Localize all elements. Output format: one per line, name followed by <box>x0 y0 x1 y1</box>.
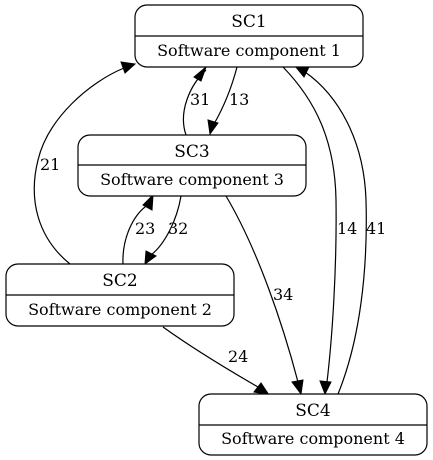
node-sc2: SC2 Software component 2 <box>5 263 235 327</box>
edge-line <box>33 67 125 265</box>
edge-line <box>282 66 337 383</box>
node-sc3: SC3 Software component 3 <box>77 134 307 197</box>
arrowhead <box>253 382 271 396</box>
edge-line <box>225 195 299 383</box>
edge-sc1-sc4: 14 <box>282 66 357 396</box>
edge-sc1-sc3: 13 <box>207 66 249 136</box>
arrowhead <box>144 250 157 266</box>
arrowhead <box>319 380 332 396</box>
arrowhead <box>193 65 208 82</box>
edge-sc3-sc1: 31 <box>182 65 210 136</box>
edge-label: 32 <box>168 219 188 238</box>
node-title: SC1 <box>231 12 266 32</box>
node-title: SC3 <box>174 142 209 162</box>
edge-sc2-sc3: 23 <box>122 193 155 265</box>
node-description: Software component 2 <box>28 300 212 319</box>
arrowhead <box>207 119 219 136</box>
edge-label: 31 <box>190 90 210 109</box>
edge-label: 24 <box>228 347 248 366</box>
node-description: Software component 1 <box>157 41 341 60</box>
edge-label: 41 <box>366 219 386 238</box>
arrowhead <box>293 65 310 78</box>
arrowhead <box>291 379 304 396</box>
edge-label: 13 <box>229 90 249 109</box>
edge-label: 14 <box>337 219 357 238</box>
edge-sc2-sc1: 21 <box>33 61 137 265</box>
node-description: Software component 3 <box>100 170 284 189</box>
edge-label: 34 <box>273 285 293 304</box>
edge-sc3-sc4: 34 <box>225 195 304 396</box>
edge-line <box>162 326 259 388</box>
edge-label: 21 <box>40 155 60 174</box>
edge-line <box>122 203 150 265</box>
edge-sc3-sc2: 32 <box>144 195 188 266</box>
arrowhead <box>142 193 154 211</box>
edge-line <box>213 66 238 125</box>
edge-sc2-sc4: 24 <box>162 326 271 396</box>
node-title: SC4 <box>295 401 330 421</box>
edge-line <box>304 71 367 395</box>
node-sc4: SC4 Software component 4 <box>198 393 428 456</box>
node-description: Software component 4 <box>221 429 405 448</box>
edge-line <box>150 195 182 256</box>
edge-sc4-sc1: 41 <box>293 65 386 395</box>
arrowhead <box>120 61 137 74</box>
node-title: SC2 <box>102 271 137 291</box>
edge-label: 23 <box>135 219 155 238</box>
node-sc1: SC1 Software component 1 <box>134 4 364 68</box>
